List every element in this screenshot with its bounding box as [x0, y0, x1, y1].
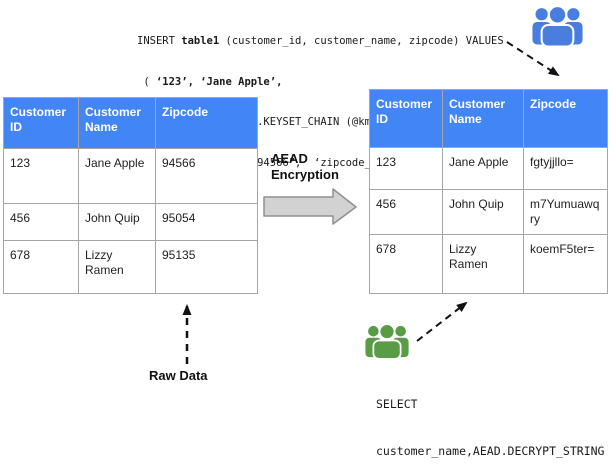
cell: 456	[369, 189, 443, 235]
code-line: SELECT	[376, 397, 418, 411]
cell: 456	[3, 203, 79, 241]
col-header-customer-name: Customer Name	[78, 97, 156, 149]
raw-data-table: Customer ID Customer Name Zipcode 123 Ja…	[3, 97, 258, 294]
cell: John Quip	[78, 203, 156, 241]
users-group-icon	[365, 317, 409, 363]
col-header-zipcode: Zipcode	[523, 89, 608, 148]
col-header-zipcode: Zipcode	[155, 97, 258, 149]
cell: 678	[369, 234, 443, 294]
col-header-customer-name: Customer Name	[442, 89, 524, 148]
cell: Jane Apple	[78, 148, 156, 204]
aead-encryption-label: AEAD Encryption	[271, 151, 339, 183]
table-header-row: Customer ID Customer Name Zipcode	[369, 89, 608, 148]
table-header-row: Customer ID Customer Name Zipcode	[3, 97, 258, 149]
users-group-icon	[531, 2, 584, 47]
select-sql-code: SELECT customer_name,AEAD.DECRYPT_STRING…	[376, 366, 604, 469]
cell: Jane Apple	[442, 147, 524, 190]
cell: m7Yumuawqry	[523, 189, 608, 235]
cell: 95135	[155, 240, 258, 294]
cell: Lizzy Ramen	[442, 234, 524, 294]
raw-data-label: Raw Data	[149, 368, 208, 383]
cell: 123	[369, 147, 443, 190]
col-header-customer-id: Customer ID	[369, 89, 443, 148]
cell: koemF5ter=	[523, 234, 608, 294]
code-line: customer_name,AEAD.DECRYPT_STRING	[376, 443, 605, 458]
table-row: 123 Jane Apple fgtyjjllo=	[369, 147, 608, 190]
aead-label-line1: AEAD	[271, 151, 308, 166]
table-row: 456 John Quip m7Yumuawqry	[369, 189, 608, 235]
select-flow-dashed-arrow	[416, 301, 468, 342]
table-row: 456 John Quip 95054	[3, 203, 258, 241]
col-header-customer-id: Customer ID	[3, 97, 79, 149]
cell: 95054	[155, 203, 258, 241]
code-line: INSERT table1 (customer_id, customer_nam…	[137, 35, 504, 47]
cell: 678	[3, 240, 79, 294]
cell: fgtyjjllo=	[523, 147, 608, 190]
cell: John Quip	[442, 189, 524, 235]
table-row: 678 Lizzy Ramen koemF5ter=	[369, 234, 608, 294]
cell: 123	[3, 148, 79, 204]
code-line: ( ‘123’, ‘Jane Apple’,	[137, 75, 283, 88]
encrypted-data-table: Customer ID Customer Name Zipcode 123 Ja…	[369, 89, 608, 294]
table-row: 123 Jane Apple 94566	[3, 148, 258, 204]
table-row: 678 Lizzy Ramen 95135	[3, 240, 258, 294]
cell: Lizzy Ramen	[78, 240, 156, 294]
cell: 94566	[155, 148, 258, 204]
aead-label-line2: Encryption	[271, 167, 339, 182]
